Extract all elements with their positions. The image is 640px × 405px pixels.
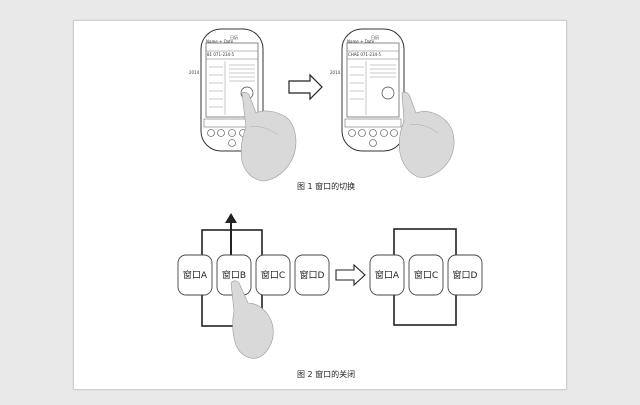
hollow-right-arrow-fig1 <box>288 73 323 101</box>
phone-right-number: CHAE 071-234-5 <box>348 52 381 57</box>
figure2-caption: 图 2 窗口的关闭 <box>297 370 356 379</box>
phone-left-number: 81 071-234-5 <box>207 52 235 57</box>
figure1-caption: 图 1 窗口的切换 <box>297 182 356 191</box>
phone-left-header-left: Name + Date <box>206 39 234 44</box>
phone-right <box>341 28 405 152</box>
window-card-d-left: 窗口D <box>294 254 330 296</box>
window-card-b-left: 窗口B <box>216 254 252 296</box>
diagram-frame: Name + Date 日历 81 071-234-5 2014 <box>73 20 567 390</box>
window-b-left-label: 窗口B <box>222 269 246 281</box>
hollow-right-arrow-fig2 <box>335 263 366 287</box>
window-card-a-right: 窗口A <box>369 254 405 296</box>
phone-left-header-center: 日历 <box>230 35 238 40</box>
window-card-d-right: 窗口D <box>447 254 483 296</box>
phone-right-header-center: 日历 <box>371 35 379 40</box>
window-c-right-label: 窗口C <box>414 269 438 281</box>
phone-right-header-left: Name + Date <box>347 39 375 44</box>
window-card-c-left: 窗口C <box>255 254 291 296</box>
hand-illustration-fig2 <box>230 280 274 359</box>
window-card-a-left: 窗口A <box>177 254 213 296</box>
window-a-left-label: 窗口A <box>183 269 208 281</box>
window-d-left-label: 窗口D <box>300 269 325 281</box>
hand-illustration-left <box>240 91 297 182</box>
window-d-right-label: 窗口D <box>453 269 478 281</box>
phone-right-ref: 2014 <box>330 70 341 75</box>
hand-illustration-right <box>398 91 455 178</box>
window-card-c-right: 窗口C <box>408 254 444 296</box>
window-c-left-label: 窗口C <box>261 269 285 281</box>
phone-left <box>200 28 264 152</box>
phone-left-ref: 2014 <box>189 70 200 75</box>
diagram-canvas: Name + Date 日历 81 071-234-5 2014 <box>177 28 483 359</box>
window-a-right-label: 窗口A <box>375 269 400 281</box>
